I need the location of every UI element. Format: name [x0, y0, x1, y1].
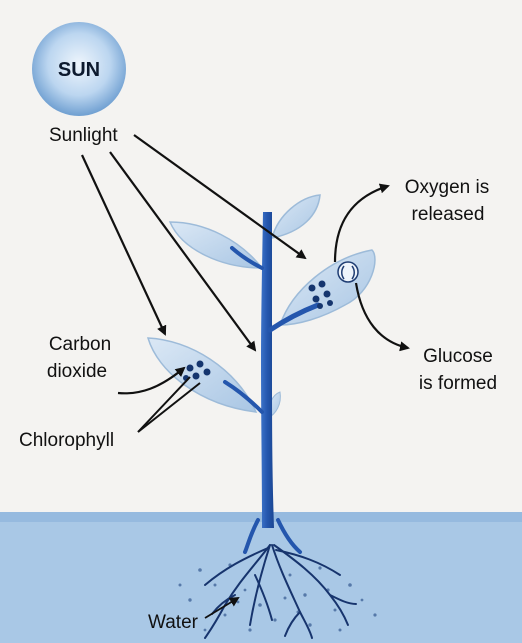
chlorophyll-label: Chlorophyll — [19, 430, 114, 451]
sunlight-label: Sunlight — [49, 125, 118, 146]
oxygen-label-line2: released — [412, 204, 485, 225]
glucose-label-line1: Glucose — [423, 346, 493, 367]
glucose-label-line2: is formed — [419, 373, 497, 394]
carbon-dioxide-label-line1: Carbon — [49, 334, 111, 355]
stoma-icon — [338, 262, 358, 282]
water-label: Water — [148, 612, 199, 633]
leaf-lower-left — [148, 338, 256, 412]
leaf-top — [272, 195, 320, 238]
carbon-dioxide-label-line2: dioxide — [47, 361, 107, 382]
oxygen-label-line1: Oxygen is — [405, 177, 489, 198]
sun-label: SUN — [58, 59, 100, 81]
oxygen-arrow — [335, 186, 388, 262]
glucose-arrow — [356, 283, 408, 348]
